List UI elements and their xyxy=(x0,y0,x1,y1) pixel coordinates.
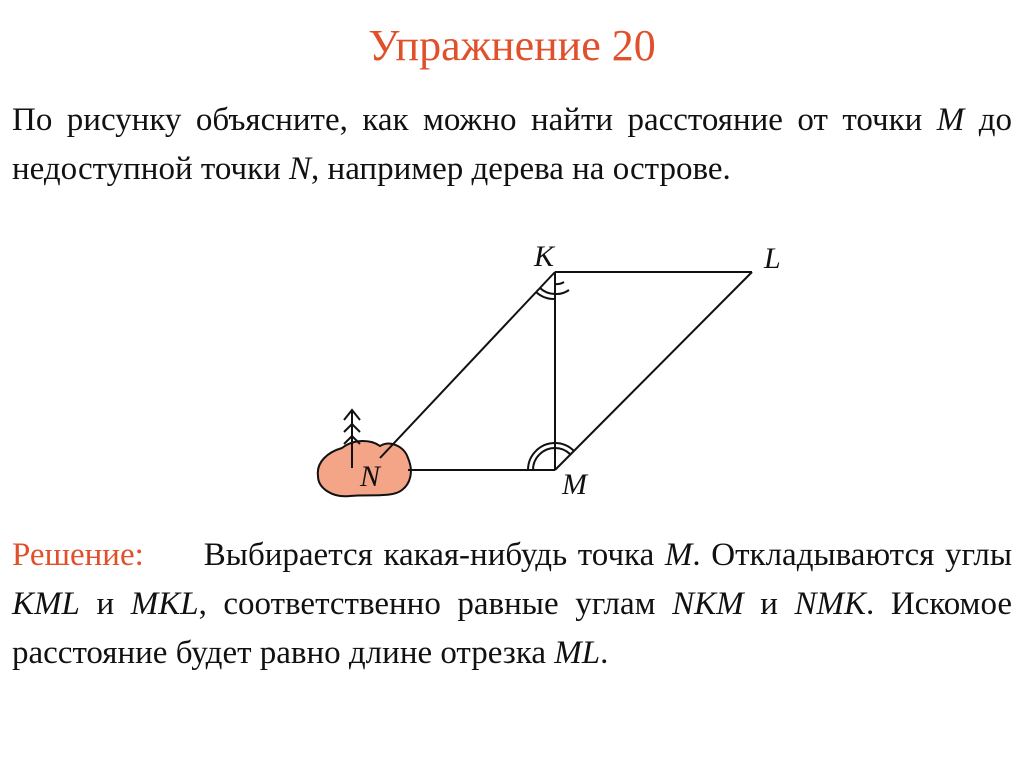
problem-statement: По рисунку объясните, как можно найти ра… xyxy=(12,96,1012,194)
label-m: M xyxy=(561,468,589,501)
segment-ml-ref: ML xyxy=(554,635,601,671)
solution-text-1: Выбирается какая-нибудь точка xyxy=(203,537,665,573)
solution-text-5: и xyxy=(743,586,795,622)
figure-lines xyxy=(379,271,753,471)
angle-nkm-ref: NKM xyxy=(672,586,744,622)
tree-icon xyxy=(343,408,361,468)
segment-nk xyxy=(379,271,556,459)
angle-marks-m xyxy=(527,442,575,471)
solution-text-6: . Искомое расстояние будет равно длине о… xyxy=(12,586,1012,671)
label-n: N xyxy=(359,460,382,493)
solution-label: Решение: xyxy=(12,537,144,573)
solution-text-4: , соответственно равные углам xyxy=(198,586,673,622)
point-n-ref: N xyxy=(289,151,312,187)
solution-text: Решение: Выбирается какая-нибудь точка M.… xyxy=(12,531,1012,678)
angle-kml-ref: KML xyxy=(12,586,80,622)
solution-text-3: и xyxy=(79,586,131,622)
problem-text-2: до недоступной точки xyxy=(12,102,1013,187)
solution-text-7: . xyxy=(600,635,609,671)
problem-text-1: По рисунку объясните, как можно найти ра… xyxy=(12,102,937,138)
point-m-ref: M xyxy=(936,102,965,138)
problem-text-3: , например дерева на острове. xyxy=(311,151,731,187)
segment-lm xyxy=(554,271,753,471)
angle-nmk-ref: NMK xyxy=(794,586,867,622)
solution-text-2: . Откладываются углы xyxy=(692,537,1012,573)
island-shape xyxy=(316,440,412,498)
label-k: K xyxy=(533,240,556,273)
page-title: Упражнение 20 xyxy=(368,21,656,70)
angle-marks-k xyxy=(535,281,570,301)
point-m-ref-2: M xyxy=(664,537,693,573)
label-l: L xyxy=(763,242,781,275)
angle-mkl-ref: MKL xyxy=(130,586,199,622)
